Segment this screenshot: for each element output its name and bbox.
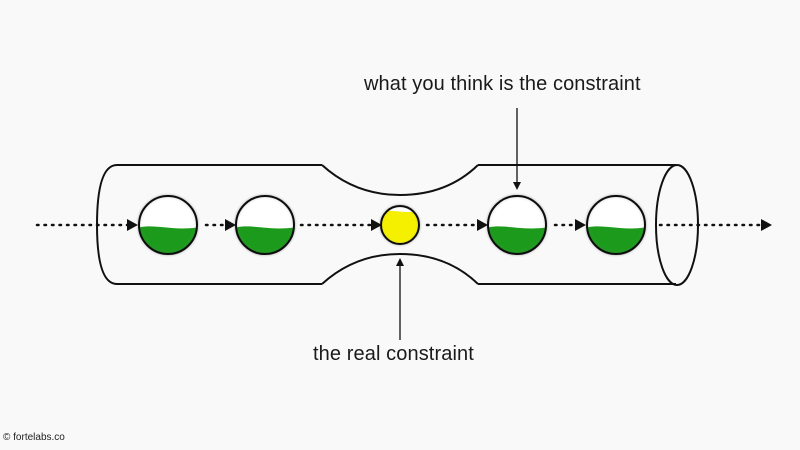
stage-node-buffer bbox=[487, 195, 547, 255]
stage-node-outline bbox=[487, 195, 547, 255]
stage-node-shading bbox=[381, 206, 419, 244]
arrowhead-icon bbox=[575, 219, 586, 231]
pipe-bottom-constriction bbox=[321, 252, 479, 285]
stage-node-outline bbox=[586, 195, 646, 255]
stage-node-shading bbox=[139, 196, 197, 254]
stage-node-outline bbox=[235, 195, 295, 255]
stage-node-shading bbox=[488, 196, 546, 254]
annotation-pointers bbox=[396, 108, 521, 340]
pipe-top-constriction bbox=[321, 164, 479, 197]
arrowhead-icon bbox=[761, 219, 772, 231]
stage-node-bottleneck bbox=[380, 205, 420, 245]
stage-node-buffer bbox=[235, 195, 295, 255]
credit-text: © fortelabs.co bbox=[3, 432, 65, 443]
arrowhead-icon bbox=[477, 219, 488, 231]
pointer-perceived-arrowhead-icon bbox=[513, 182, 521, 190]
stage-node-buffer bbox=[586, 195, 646, 255]
stage-node-outline bbox=[138, 195, 198, 255]
flow-arrowheads bbox=[127, 219, 772, 231]
arrowhead-icon bbox=[371, 219, 382, 231]
stage-nodes bbox=[138, 195, 646, 255]
pointer-real-arrowhead-icon bbox=[396, 258, 404, 266]
stage-node-buffer bbox=[138, 195, 198, 255]
real-constraint-label: the real constraint bbox=[313, 343, 474, 365]
stage-node-shading bbox=[587, 196, 645, 254]
perceived-constraint-label: what you think is the constraint bbox=[364, 73, 641, 95]
stage-node-shading bbox=[236, 196, 294, 254]
arrowhead-icon bbox=[225, 219, 236, 231]
stage-node-outline bbox=[380, 205, 420, 245]
arrowhead-icon bbox=[127, 219, 138, 231]
